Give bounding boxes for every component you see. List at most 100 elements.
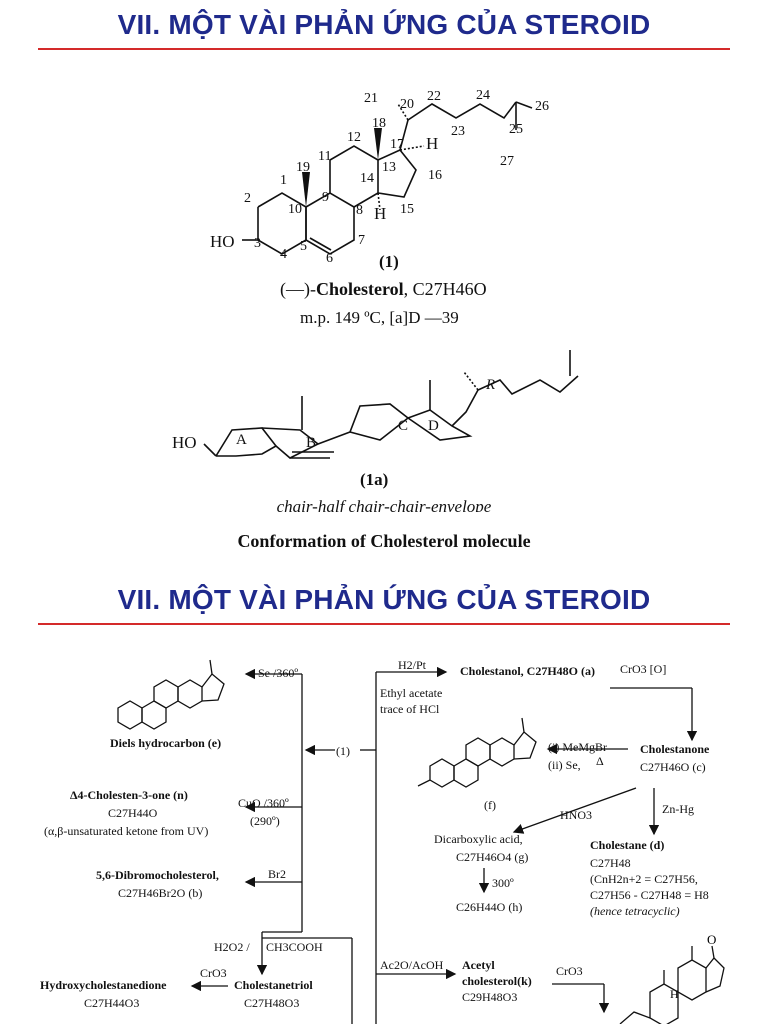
- cholestanone-formula: C27H46O (c): [640, 760, 706, 774]
- r-group-label: R: [485, 377, 495, 393]
- svg-text:4: 4: [280, 247, 287, 262]
- ring-c-bonds: [329, 145, 379, 208]
- title-divider: [38, 48, 730, 50]
- svg-text:6: 6: [326, 251, 333, 266]
- dicarboxylic-acid-label: Dicarboxylic acid,: [434, 832, 523, 846]
- reagent-ethyl-acetate: Ethyl acetate: [380, 686, 443, 700]
- reagent-300: 300º: [492, 876, 514, 890]
- reagent-h2o2: H2O2 /: [214, 940, 250, 954]
- hydroxycholestanedione-formula: C27H44O3: [84, 996, 140, 1010]
- conformer-oh-bond: [203, 443, 217, 457]
- reagent-se-delta: (ii) Se,: [548, 758, 581, 772]
- ring-d-bonds: [377, 149, 417, 198]
- title-divider-2: [38, 623, 730, 625]
- reagent-delta: Δ: [596, 754, 604, 768]
- compound-f-label: (f): [484, 798, 496, 812]
- reagent-cro3-left: CrO3: [200, 966, 227, 980]
- conformer-side-chain: [451, 375, 579, 427]
- cholestane-tetracyclic-note: (hence tetracyclic): [590, 904, 680, 918]
- reagent-se360: Se /360º: [258, 666, 299, 680]
- svg-text:3: 3: [254, 236, 261, 251]
- reagent-cro3-o: CrO3 [O]: [620, 662, 667, 676]
- acetyl-label: Acetyl: [462, 958, 495, 972]
- svg-text:22: 22: [427, 89, 441, 104]
- svg-text:13: 13: [382, 160, 396, 175]
- ring-a-label: A: [236, 432, 247, 448]
- slide-steroid-reactions: VII. MỘT VÀI PHẢN ỨNG CỦA STEROID: [0, 512, 768, 1024]
- svg-text:25: 25: [509, 122, 523, 137]
- ring-b-label: B: [306, 435, 316, 451]
- bond-20-21: [397, 103, 409, 121]
- svg-text:9: 9: [322, 190, 329, 205]
- dicarboxylic-acid-formula: C27H46O4 (g): [456, 850, 529, 864]
- reagent-ch3cooh: CH3COOH: [266, 940, 323, 954]
- svg-text:11: 11: [318, 149, 331, 164]
- bond-c17-h: [399, 145, 425, 151]
- hydrogen-label-c14: H: [374, 204, 387, 223]
- reagent-ac2o: Ac2O/AcOH: [380, 958, 444, 972]
- acetyl-formula: C29H48O3: [462, 990, 518, 1004]
- compound-number-1: (1): [379, 252, 399, 271]
- svg-text:21: 21: [364, 91, 378, 106]
- cholestane-diff-line: C27H56 - C27H48 = H8: [590, 888, 709, 902]
- conformation-caption: Conformation of Cholesterol molecule: [237, 531, 531, 551]
- hydroxycholestanedione-label: Hydroxycholestanedione: [40, 978, 167, 992]
- svg-text:23: 23: [451, 124, 465, 139]
- slide-title: VII. MỘT VÀI PHẢN ỨNG CỦA STEROID: [117, 9, 651, 40]
- conformer-hydroxyl-label: HO: [172, 433, 197, 452]
- cholesterol-name: Cholesterol: [315, 279, 404, 299]
- cholestanone-label: Cholestanone: [640, 742, 710, 756]
- svg-text:17: 17: [390, 137, 404, 152]
- reagent-cuo: CuO /360º: [238, 796, 289, 810]
- methyl-19-wedge: [302, 172, 310, 207]
- double-bond-5-6: [309, 237, 332, 251]
- slide-title-2: VII. MỘT VÀI PHẢN ỨNG CỦA STEROID: [117, 584, 651, 615]
- reagent-hno3: HNO3: [560, 808, 592, 822]
- svg-text:15: 15: [400, 202, 414, 217]
- cholesterol-formula: C27H46O: [412, 279, 487, 299]
- cholesterol-prefix: (—)-: [280, 279, 316, 299]
- cholestenone-note: (α,β-unsaturated ketone from UV): [44, 824, 209, 838]
- compound-h-formula: C26H44O (h): [456, 900, 523, 914]
- acetyl-k-label: cholesterol(k): [462, 974, 532, 988]
- slide-cholesterol-structure: VII. MỘT VÀI PHẢN ỨNG CỦA STEROID: [38, 9, 730, 512]
- cholestanetriol-label: Cholestanetriol: [234, 978, 313, 992]
- diels-hydrocarbon-label: Diels hydrocarbon (e): [110, 736, 222, 750]
- reagent-br2: Br2: [268, 867, 286, 881]
- conformer-hashed-methyl: [463, 371, 479, 391]
- svg-text:1: 1: [280, 173, 287, 188]
- svg-text:7: 7: [358, 233, 365, 248]
- svg-text:27: 27: [500, 154, 514, 169]
- ring-d-envelope: [407, 409, 473, 441]
- bond-25-26: [515, 101, 533, 109]
- center-compound-label: (1): [336, 744, 350, 758]
- svg-text:26: 26: [535, 99, 549, 114]
- cholestenone-label: Δ4-Cholesten-3-one (n): [70, 788, 188, 802]
- reagent-znhg: Zn-Hg: [662, 802, 694, 816]
- ring-c-chair: [317, 403, 410, 445]
- svg-text:19: 19: [296, 160, 310, 175]
- melting-point-line: m.p. 149 ºC, [a]D —39: [300, 308, 459, 327]
- ketone-h-label: H: [670, 987, 679, 1001]
- svg-text:14: 14: [360, 171, 374, 186]
- cholestane-formula: C27H48: [590, 856, 631, 870]
- hydrogen-label-c17: H: [426, 134, 439, 153]
- ketone-o-label: O: [707, 932, 716, 947]
- reagent-h2pt: H2/Pt: [398, 658, 427, 672]
- svg-text:2: 2: [244, 191, 251, 206]
- cholesterol-conformation-diagram: A B C D R: [203, 350, 579, 459]
- ring-d-label: D: [428, 418, 439, 434]
- cholestenone-formula: C27H44O: [108, 806, 158, 820]
- methyl-18-wedge: [374, 128, 382, 160]
- bond-c14-h: [377, 192, 381, 211]
- reagent-temp290: (290º): [250, 814, 280, 828]
- cholestane-cnh-line: (CnH2n+2 = C27H56,: [590, 872, 698, 886]
- hydroxyl-label: HO: [210, 232, 235, 251]
- reaction-scheme-diagram: O H: [117, 659, 725, 1024]
- svg-text:20: 20: [400, 97, 414, 112]
- svg-text:10: 10: [288, 202, 302, 217]
- cholestanol-label: Cholestanol, C27H48O (a): [460, 664, 595, 678]
- dibromo-label: 5,6-Dibromocholesterol,: [96, 868, 219, 882]
- compound-f-structure: [417, 717, 537, 788]
- svg-text:5: 5: [300, 239, 307, 254]
